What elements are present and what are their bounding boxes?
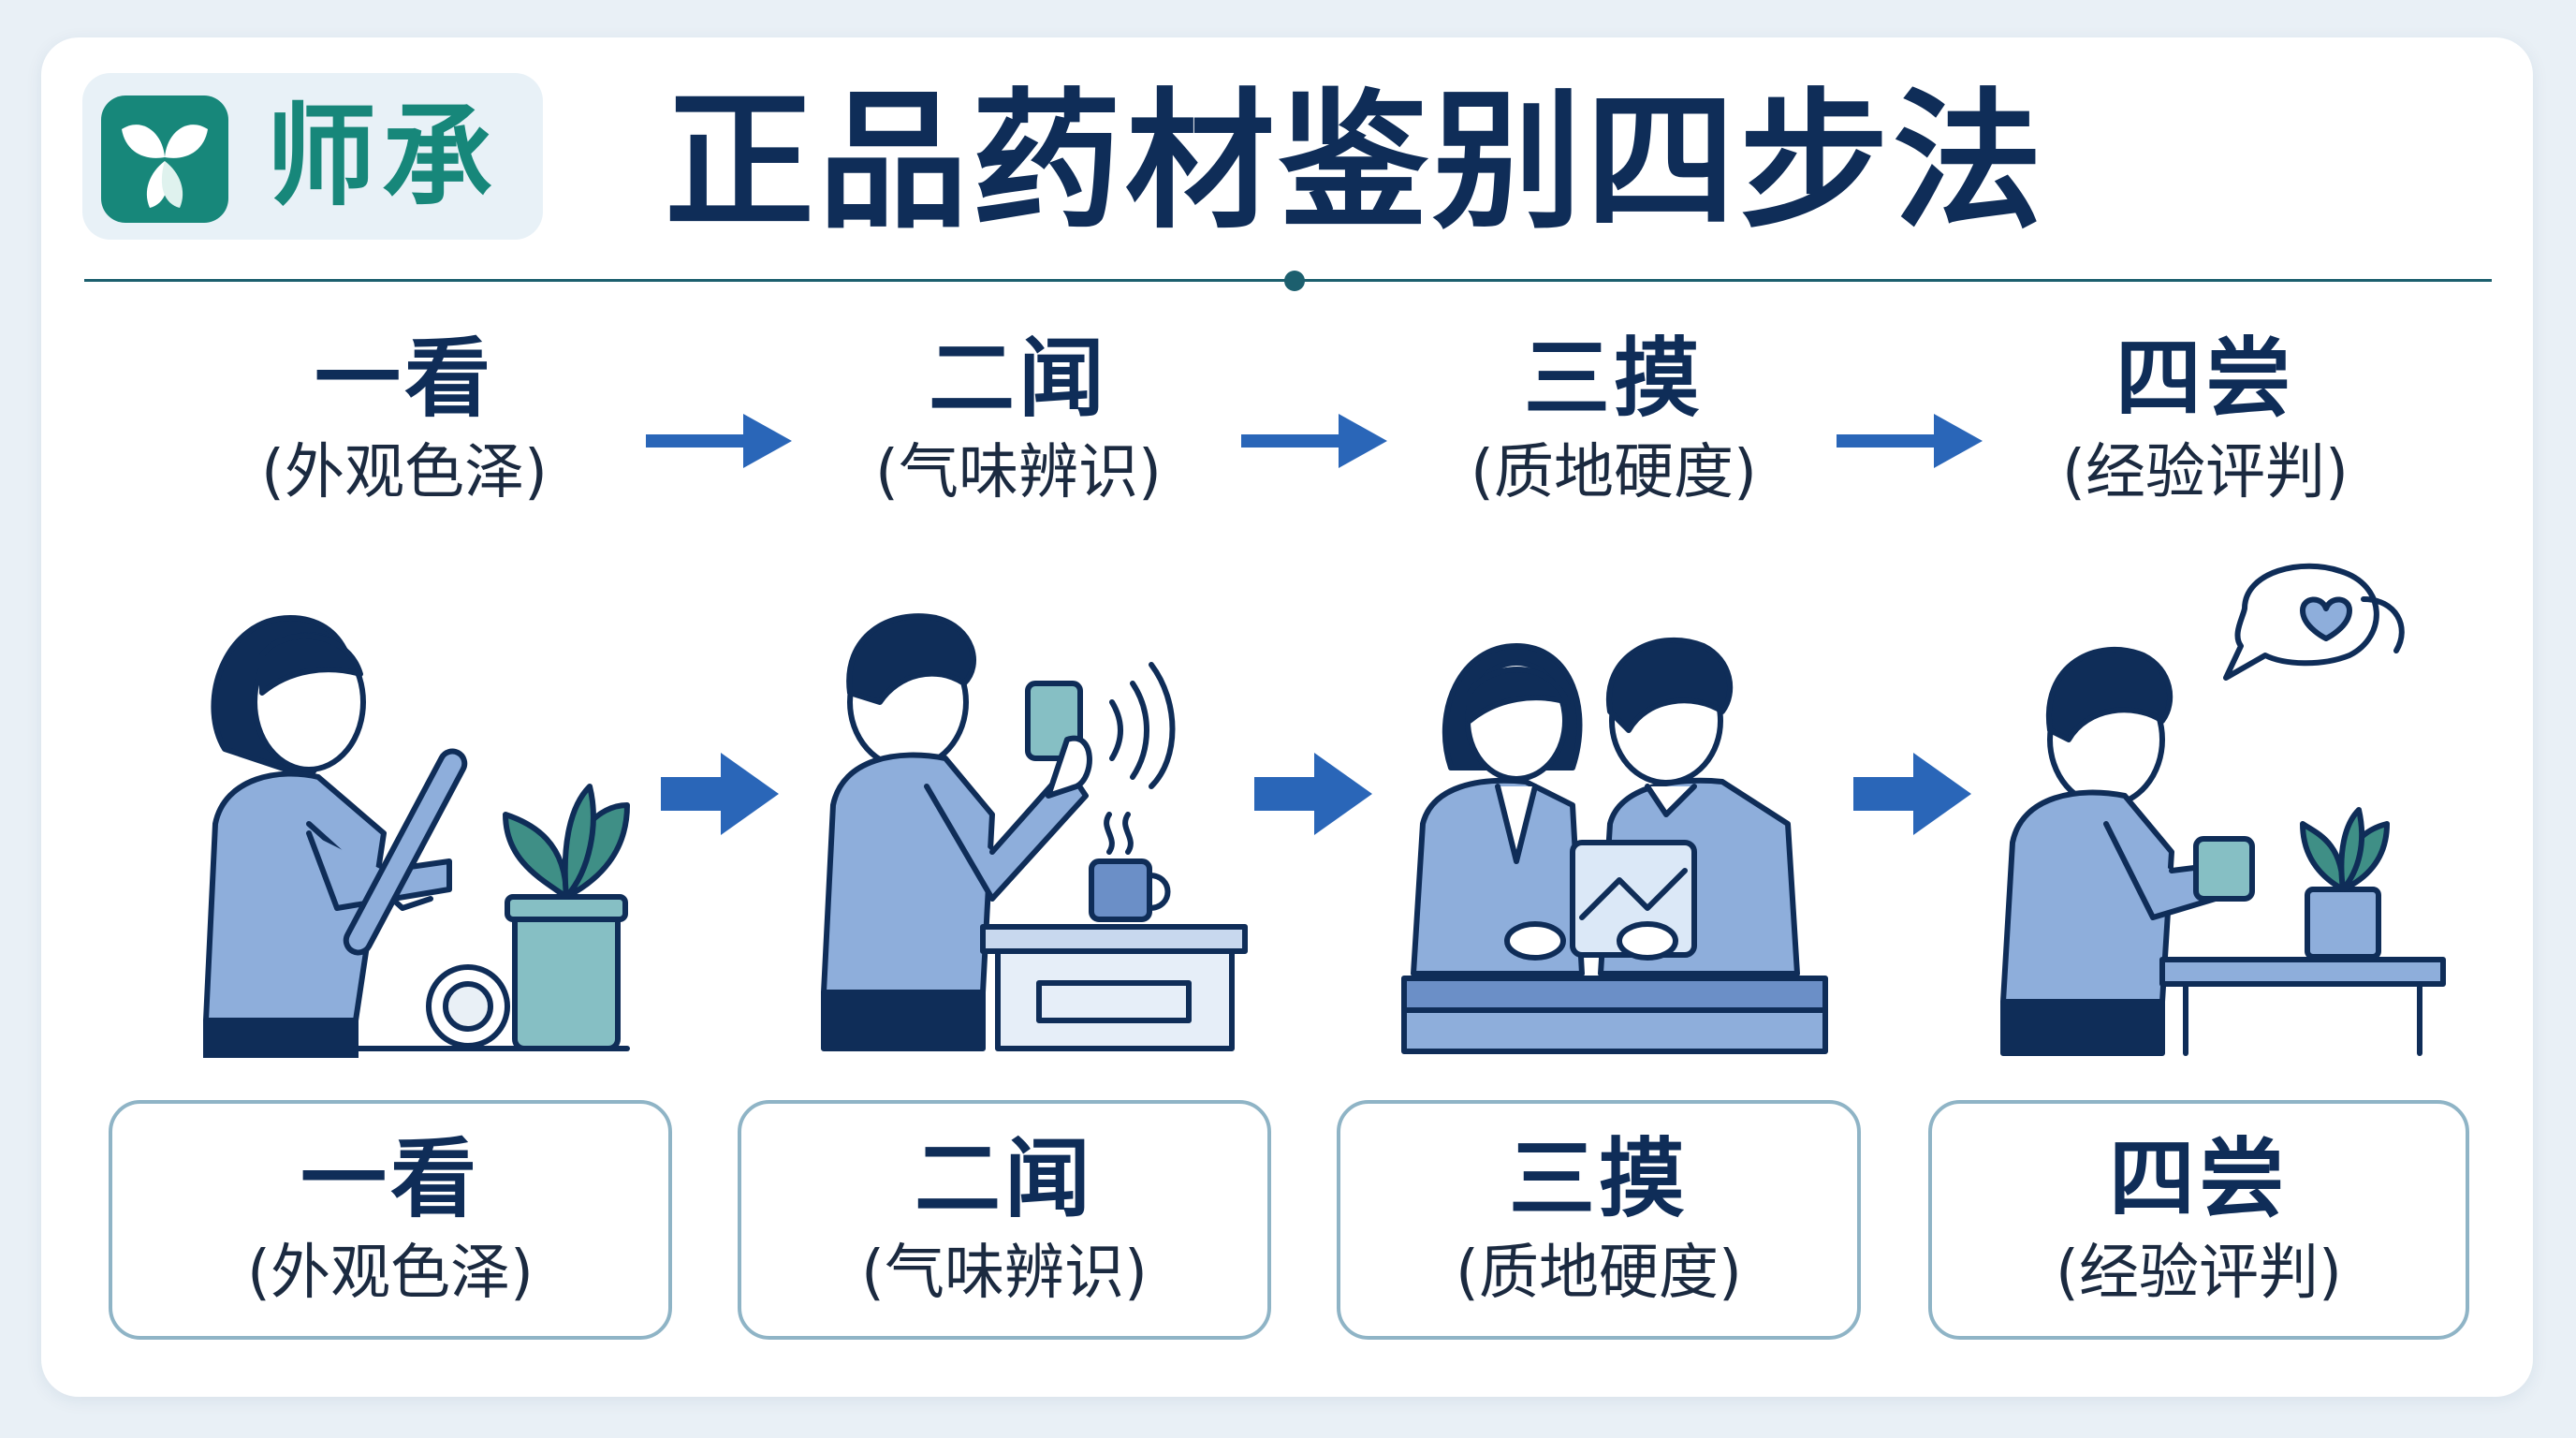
step-4-card-title: 四尝	[2108, 1129, 2289, 1229]
step-3-card-subtitle: (质地硬度)	[1456, 1239, 1742, 1308]
step-3-heading: 三摸 (质地硬度)	[1417, 328, 1810, 515]
page-title: 正品药材鉴别四步法	[665, 74, 2047, 249]
step-3-card-title: 三摸	[1508, 1129, 1689, 1229]
step-1-card-subtitle: (外观色泽)	[247, 1239, 534, 1308]
step-1-heading: 一看 (外观色泽)	[208, 328, 601, 515]
leaf-logo-icon	[101, 95, 228, 223]
step-2-title: 二闻	[928, 329, 1108, 429]
brand-logo: 师承	[82, 73, 543, 240]
arrow-right-icon	[1241, 414, 1387, 468]
arrow-right-icon	[1254, 753, 1372, 835]
step-4-card-subtitle: (经验评判)	[2056, 1239, 2342, 1308]
step-1-title: 一看	[314, 329, 494, 429]
step-1-card-title: 一看	[300, 1129, 480, 1229]
two-people-touching-sample-icon	[1401, 637, 1828, 1054]
arrow-right-icon	[661, 753, 779, 835]
arrow-right-icon	[1853, 753, 1971, 835]
step-4-title: 四尝	[2115, 329, 2295, 429]
arrow-right-icon	[646, 414, 792, 468]
step-4-subtitle: (经验评判)	[2062, 438, 2349, 507]
arrow-right-icon	[1837, 414, 1983, 468]
step-1-subtitle: (外观色泽)	[261, 438, 548, 507]
step-3-subtitle: (质地硬度)	[1471, 438, 1757, 507]
woman-inspecting-herb-icon	[203, 615, 630, 1058]
brand-name: 师承	[266, 92, 499, 221]
step-4-card: 四尝 (经验评判)	[1928, 1100, 2469, 1340]
step-2-heading: 二闻 (气味辨识)	[822, 328, 1215, 515]
step-3-card: 三摸 (质地硬度)	[1337, 1100, 1861, 1340]
divider-dot	[1284, 271, 1305, 291]
step-2-card: 二闻 (气味辨识)	[738, 1100, 1271, 1340]
step-4-heading: 四尝 (经验评判)	[2009, 328, 2402, 515]
step-2-card-title: 二闻	[914, 1129, 1094, 1229]
step-1-card: 一看 (外观色泽)	[109, 1100, 672, 1340]
step-2-card-subtitle: (气味辨识)	[861, 1239, 1148, 1308]
man-smelling-cup-icon	[821, 613, 1248, 1051]
step-2-subtitle: (气味辨识)	[875, 438, 1162, 507]
step-3-title: 三摸	[1523, 329, 1704, 429]
man-tasting-cup-icon	[2000, 563, 2446, 1056]
